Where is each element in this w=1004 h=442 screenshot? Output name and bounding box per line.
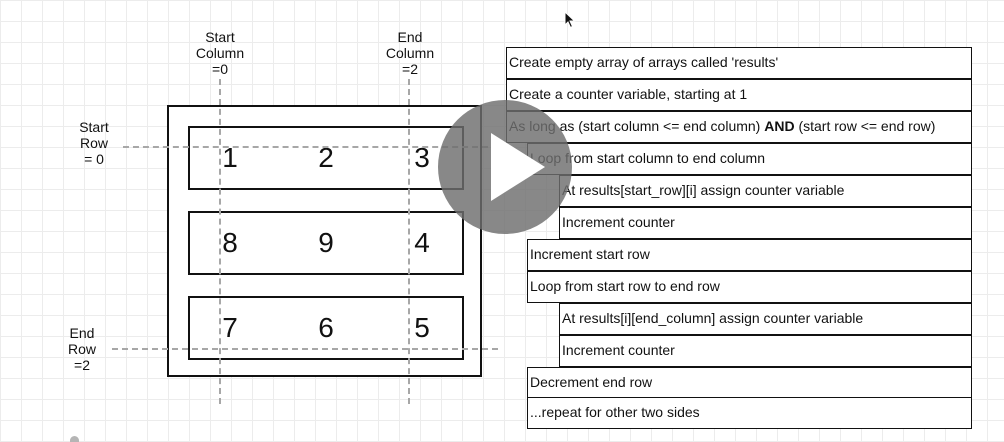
end-column-guide [408, 79, 410, 404]
step-loop-columns: Loop from start column to end column [527, 143, 972, 175]
mouse-cursor-icon [564, 11, 576, 29]
end-row-label: End Row =2 [67, 325, 96, 373]
matrix-cell: 7 [222, 312, 238, 343]
start-row-label: Start Row = 0 [79, 119, 109, 167]
scroll-marker [70, 436, 79, 442]
matrix-cell: 6 [318, 312, 334, 343]
step-loop-rows: Loop from start row to end row [527, 271, 972, 303]
end-row-guide [112, 348, 498, 350]
step-increment-counter: Increment counter [559, 335, 972, 367]
step-assign-top-row: At results[start_row][i] assign counter … [559, 175, 972, 207]
matrix-cell: 5 [414, 312, 430, 343]
play-button[interactable] [438, 100, 572, 234]
matrix-cell: 3 [414, 142, 430, 173]
step-while-keyword: AND [764, 118, 795, 134]
step-increment-counter: Increment counter [559, 207, 972, 239]
matrix-row-1 [188, 211, 464, 275]
step-assign-end-column: At results[i][end_column] assign counter… [559, 303, 972, 335]
step-decrement-end-row: Decrement end row [527, 367, 972, 399]
step-while-loop: As long as (start column <= end column) … [506, 111, 972, 143]
end-column-label: End Column =2 [385, 29, 435, 77]
step-create-counter: Create a counter variable, starting at 1 [506, 79, 972, 111]
matrix-cell: 8 [222, 227, 238, 258]
matrix-cell: 4 [414, 227, 430, 258]
matrix-cell: 1 [222, 142, 238, 173]
matrix-cell: 2 [318, 142, 334, 173]
step-create-results: Create empty array of arrays called 'res… [506, 47, 972, 79]
matrix-cell: 9 [318, 227, 334, 258]
start-column-label: Start Column =0 [195, 29, 245, 77]
step-repeat-sides: ...repeat for other two sides [527, 397, 972, 429]
step-while-text-after: (start row <= end row) [794, 118, 936, 134]
step-increment-start-row: Increment start row [527, 239, 972, 271]
step-while-text-before: As long as (start column <= end column) [509, 118, 765, 134]
matrix-row-0 [188, 126, 464, 190]
start-row-guide [123, 146, 498, 148]
play-icon [491, 133, 545, 201]
start-column-guide [219, 79, 221, 404]
